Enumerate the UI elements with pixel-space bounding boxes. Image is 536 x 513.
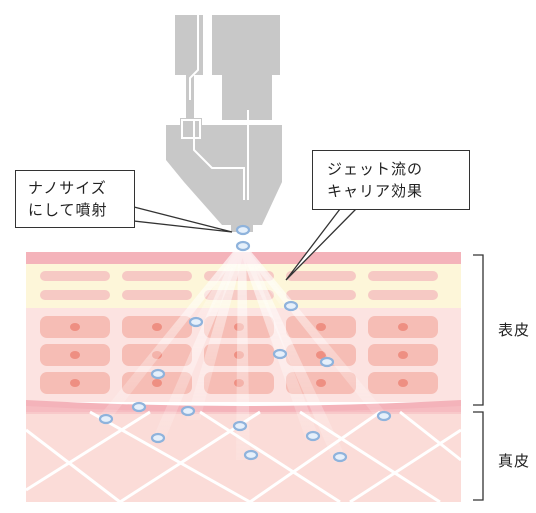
stratum-cell (122, 290, 192, 300)
jet-stream (152, 248, 244, 440)
particle (305, 430, 321, 442)
collagen-fiber (26, 428, 121, 502)
particle (150, 368, 166, 380)
particle (376, 410, 392, 422)
particle (188, 316, 204, 328)
spray-nozzle (166, 15, 282, 232)
cell-nucleus (70, 351, 80, 359)
collagen-fiber (89, 410, 251, 502)
nano-particles (98, 224, 392, 463)
collagen-fiber (249, 410, 381, 502)
stratum-cell (286, 271, 356, 281)
cell-nucleus (316, 351, 326, 359)
jet-stream (236, 248, 250, 460)
cell-nucleus (70, 323, 80, 331)
jet-carrier-callout: ジェット流の キャリア効果 (312, 150, 470, 210)
collagen-fiber (399, 410, 461, 462)
particle (232, 420, 248, 432)
membrane-fill (26, 406, 461, 414)
particle (243, 449, 259, 461)
particle (98, 413, 114, 425)
nozzle-valve-outline (181, 119, 201, 139)
particle (235, 240, 251, 252)
nozzle-channel (189, 15, 199, 100)
cell-nucleus (316, 323, 326, 331)
nozzle-channel (193, 120, 245, 200)
jet-stream (192, 248, 244, 325)
layer-brackets (473, 254, 484, 501)
particle (272, 348, 288, 360)
nano-spray-callout: ナノサイズ にして噴射 (15, 170, 135, 228)
callout-line: キャリア効果 (327, 182, 424, 200)
dermis-bracket (473, 411, 484, 501)
dermis-label: 真皮 (498, 452, 531, 470)
cell-nucleus (152, 323, 162, 331)
cell-nucleus (398, 379, 408, 387)
cell-nucleus (70, 379, 80, 387)
nozzle-inner-lines (181, 15, 249, 200)
cell-nucleus (398, 351, 408, 359)
callout-line: にして噴射 (28, 201, 108, 219)
jet-stream (186, 248, 245, 420)
cell-nucleus (398, 323, 408, 331)
cell-nucleus (316, 379, 326, 387)
callout-line: ナノサイズ (28, 179, 107, 197)
particle (131, 401, 147, 413)
epidermis-bracket (473, 254, 484, 406)
jet-stream (238, 248, 296, 310)
particle (180, 405, 196, 417)
stratum-cell (368, 290, 438, 300)
stratum-cell (368, 271, 438, 281)
jet-stream (239, 248, 320, 440)
nozzle-column-right (212, 15, 280, 75)
particle (235, 224, 251, 236)
collagen-fiber (349, 428, 461, 502)
collagen-fiber (26, 410, 151, 492)
callout-line: ジェット流の (327, 160, 424, 178)
nozzle-body (166, 125, 282, 225)
particle (150, 432, 166, 444)
cell-nucleus (152, 379, 162, 387)
stratum-cell (122, 271, 192, 281)
collagen-fiber (199, 410, 341, 502)
particle (332, 451, 348, 463)
particle (319, 356, 335, 368)
jet-streams (96, 248, 392, 462)
jet-stream (240, 248, 348, 462)
stratum-cell (286, 290, 356, 300)
particle (283, 300, 299, 312)
jet-stream (96, 248, 244, 420)
stratum-cell (40, 290, 110, 300)
stratum-cell (40, 271, 110, 281)
epidermis-label: 表皮 (498, 321, 531, 339)
